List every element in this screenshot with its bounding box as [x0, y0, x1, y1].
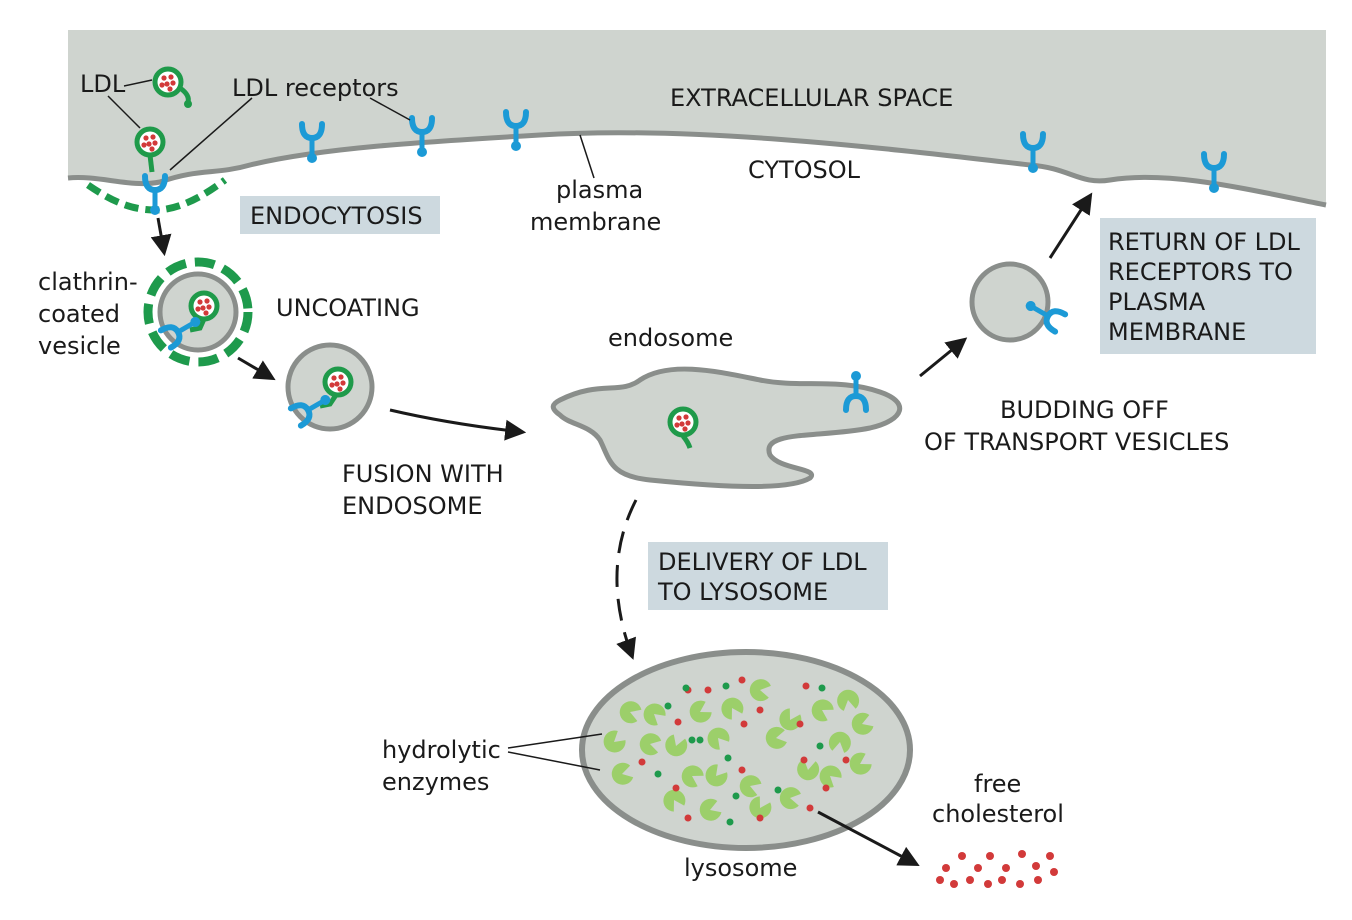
delivery-box — [648, 542, 888, 610]
free-cholesterol-dots — [936, 850, 1058, 888]
transport-vesicle — [969, 261, 1065, 343]
budding-label-1: BUDDING OFF — [1000, 396, 1169, 424]
lysosome-cholesterol-dots — [638, 676, 850, 826]
plasma-membrane-label-1: plasma — [556, 176, 643, 204]
clathrin-label-2: coated — [38, 300, 120, 328]
clathrin-label-3: vesicle — [38, 332, 121, 360]
ldl-receptors-label: LDL receptors — [232, 74, 399, 102]
uncoated-vesicle — [285, 342, 375, 432]
delivery-label-2: TO LYSOSOME — [657, 578, 828, 606]
endosome-label: endosome — [608, 324, 733, 352]
cytosol-label: CYTOSOL — [748, 156, 861, 184]
delivery-label-1: DELIVERY OF LDL — [658, 548, 867, 576]
plasma-membrane — [67, 130, 1327, 208]
endocytosis-box — [240, 196, 440, 234]
ldl-particle — [155, 69, 181, 95]
clathrin-coated-vesicle — [143, 257, 253, 367]
fusion-label-1: FUSION WITH — [342, 460, 504, 488]
ldl-label: LDL — [80, 70, 126, 98]
fusion-label-2: ENDOSOME — [342, 492, 482, 520]
hydrolytic-label-2: enzymes — [382, 768, 489, 796]
uncoating-label: UNCOATING — [276, 294, 420, 322]
clathrin-label-1: clathrin- — [38, 268, 138, 296]
ldl-particle-bound — [137, 129, 163, 155]
return-box — [1100, 218, 1316, 354]
plasma-membrane-label-2: membrane — [530, 208, 661, 236]
return-label-1: RETURN OF LDL — [1108, 228, 1301, 256]
endosome-ldl — [670, 409, 696, 435]
return-label-3: PLASMA — [1108, 288, 1206, 316]
extracellular-space-label: EXTRACELLULAR SPACE — [670, 84, 953, 112]
endosome — [550, 366, 903, 489]
free-cholesterol-label-1: free — [974, 770, 1021, 798]
lysosome-label: lysosome — [684, 854, 797, 882]
return-label-2: RECEPTORS TO — [1108, 258, 1293, 286]
free-cholesterol-label-2: cholesterol — [932, 800, 1064, 828]
hydrolytic-label-1: hydrolytic — [382, 736, 501, 764]
lysosome — [579, 649, 913, 851]
endocytosis-label: ENDOCYTOSIS — [250, 202, 423, 230]
budding-label-2: OF TRANSPORT VESICLES — [924, 428, 1229, 456]
return-label-4: MEMBRANE — [1108, 318, 1246, 346]
